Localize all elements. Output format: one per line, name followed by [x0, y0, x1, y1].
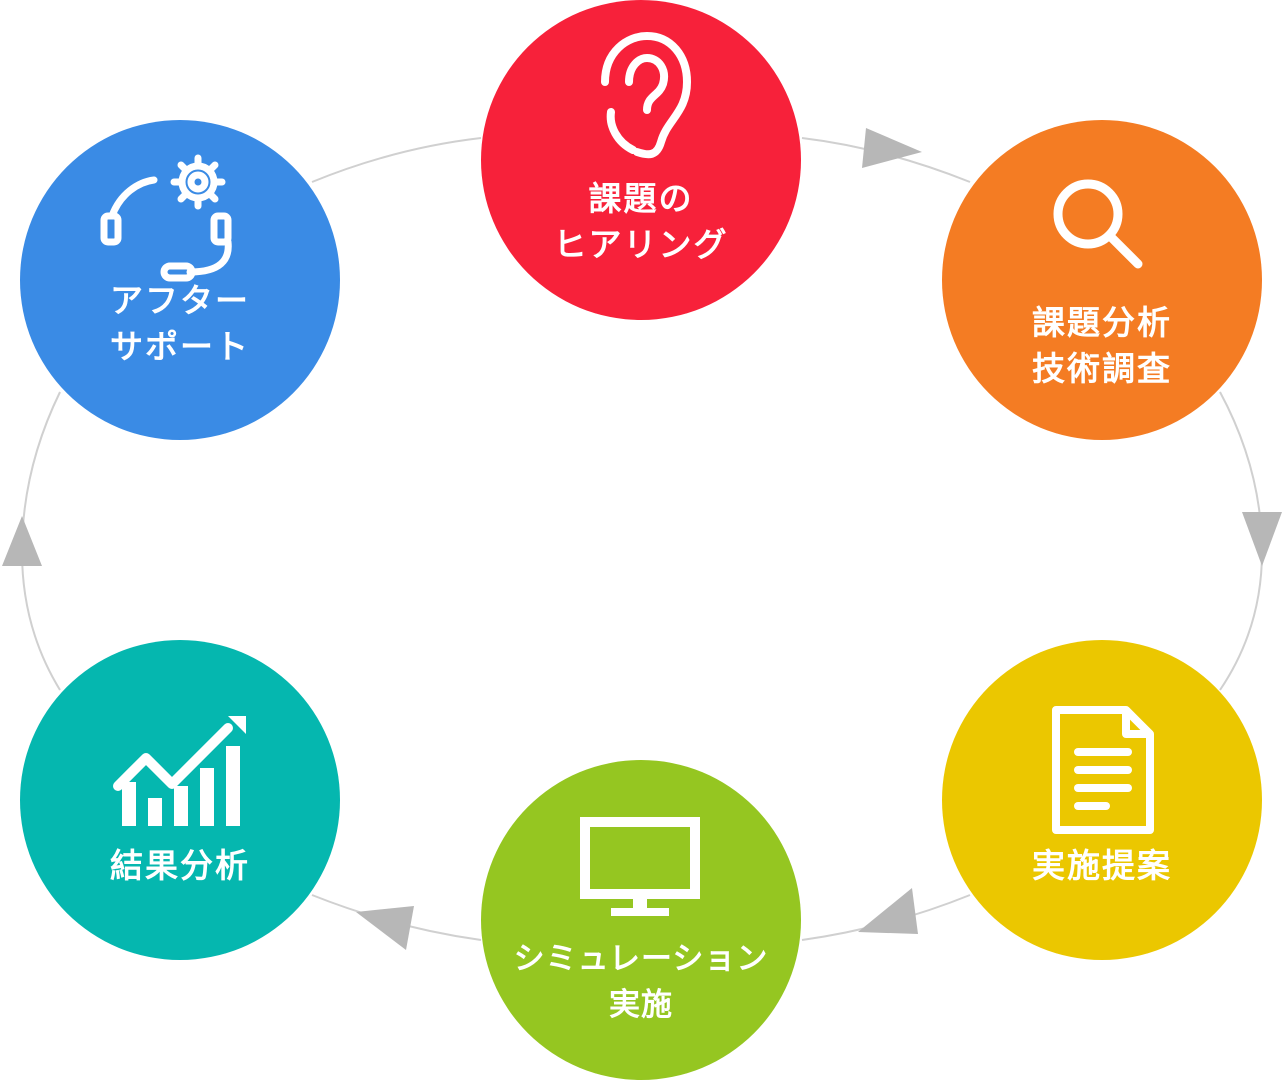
document-icon [1052, 706, 1154, 834]
step-simulation-label-line2: 実施 [609, 987, 673, 1023]
arrow-right [1242, 512, 1282, 566]
step-result-label-line1: 結果分析 [110, 846, 250, 885]
arrow-bottom-left [356, 906, 414, 950]
step-proposal-label-line1: 実施提案 [1032, 846, 1172, 885]
arrow-bottom-right [858, 888, 918, 934]
step-hearing-label: 課題の ヒアリング [481, 176, 801, 268]
step-support-label-line2: サポート [110, 327, 250, 366]
step-hearing-label-line1: 課題の [588, 179, 694, 218]
monitor-icon [580, 817, 700, 916]
step-support-label: アフター サポート [20, 278, 340, 370]
magnifier-icon [1053, 179, 1143, 269]
ear-icon [601, 32, 691, 159]
step-analysis-label-line1: 課題分析 [1032, 303, 1172, 342]
step-proposal: 実施提案 [942, 640, 1262, 960]
step-analysis-label-line2: 技術調査 [1032, 349, 1172, 388]
step-support-label-line1: アフター [110, 281, 250, 320]
arrow-top [862, 128, 922, 168]
step-hearing-label-line2: ヒアリング [553, 225, 729, 264]
headset-gear-icon [100, 154, 232, 282]
step-simulation-label: シミュレーション 実施 [481, 936, 801, 1028]
step-simulation: シミュレーション 実施 [481, 760, 801, 1080]
step-result-label: 結果分析 [20, 843, 340, 889]
step-hearing: 課題の ヒアリング [481, 0, 801, 320]
step-analysis: 課題分析 技術調査 [942, 120, 1262, 440]
step-proposal-label: 実施提案 [942, 843, 1262, 889]
arrow-left [2, 516, 42, 566]
growth-chart-icon [113, 716, 246, 826]
step-analysis-label: 課題分析 技術調査 [942, 300, 1262, 392]
step-support: アフター サポート [20, 120, 340, 440]
step-result: 結果分析 [20, 640, 340, 960]
step-simulation-label-line1: シミュレーション [513, 941, 769, 977]
